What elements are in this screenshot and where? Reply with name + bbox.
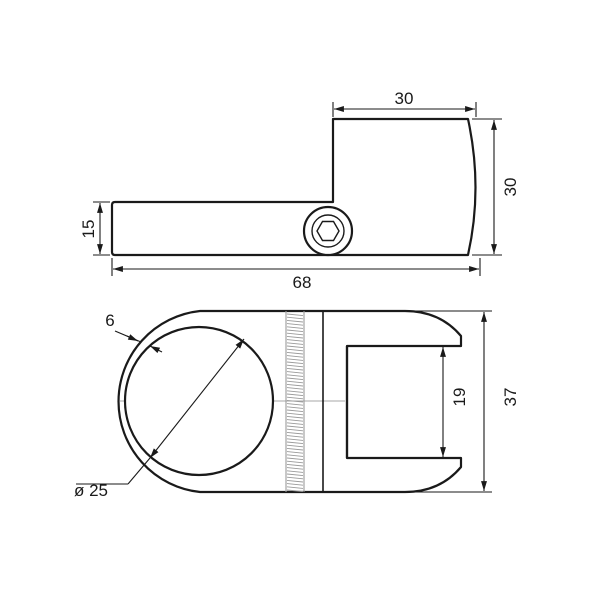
thread-hatch xyxy=(286,457,304,461)
set-screw xyxy=(302,205,354,257)
thread-hatch xyxy=(286,374,304,377)
thread-hatch xyxy=(286,463,304,467)
thread-hatch xyxy=(286,387,304,390)
thread-hatch xyxy=(286,406,304,409)
thread-hatch xyxy=(286,380,304,384)
thread-hatch xyxy=(286,467,304,470)
thread-hatch xyxy=(286,361,304,365)
thread-hatch xyxy=(286,489,304,493)
thread-hatch xyxy=(286,473,304,477)
thread-hatch xyxy=(286,364,304,368)
thread-hatch xyxy=(286,419,304,422)
thread-hatch xyxy=(286,428,304,432)
thread-hatch xyxy=(286,412,304,416)
thread-hatch xyxy=(286,486,304,489)
dimension-label-6: 6 xyxy=(105,311,114,330)
thread-hatch xyxy=(286,415,304,419)
thread-hatch xyxy=(286,422,304,425)
thread-section xyxy=(286,313,304,493)
thread-hatch xyxy=(286,470,304,473)
plan-view: 6 ø 25 19 37 xyxy=(74,309,520,500)
side-view: 30 30 15 68 xyxy=(79,89,520,292)
thread-hatch xyxy=(286,377,304,381)
dimension-top-width: 30 xyxy=(332,89,477,117)
thread-hatch xyxy=(286,393,304,397)
thread-hatch xyxy=(286,396,304,400)
dimension-label-37: 37 xyxy=(501,388,520,407)
thread-hatch xyxy=(286,425,304,429)
dimension-top-height: 30 xyxy=(472,118,520,256)
thread-hatch xyxy=(286,460,304,464)
dimension-base-thickness: 15 xyxy=(79,201,110,256)
thread-hatch xyxy=(286,345,304,349)
thread-hatch xyxy=(286,313,304,317)
dimension-label-15: 15 xyxy=(79,220,98,239)
thread-hatch xyxy=(286,329,304,333)
thread-hatch xyxy=(286,332,304,336)
dimension-slot-width: 19 xyxy=(440,347,469,457)
thread-hatch xyxy=(286,451,304,454)
dimension-label-68: 68 xyxy=(293,273,312,292)
dimension-overall-length: 68 xyxy=(111,258,481,292)
dimension-label-dia-25: ø 25 xyxy=(74,481,108,500)
thread-hatch xyxy=(286,447,304,451)
thread-hatch xyxy=(286,323,304,326)
thread-hatch xyxy=(286,479,304,483)
thread-hatch xyxy=(286,335,304,339)
thread-hatch xyxy=(286,476,304,480)
dimension-label-19: 19 xyxy=(450,388,469,407)
dimension-overall-height: 37 xyxy=(410,310,520,493)
thread-hatch xyxy=(286,454,304,457)
thread-hatch xyxy=(286,399,304,403)
thread-hatch xyxy=(286,371,304,374)
thread-hatch xyxy=(286,383,304,387)
thread-hatch xyxy=(286,339,304,342)
thread-hatch xyxy=(286,348,304,352)
dimension-bore-diameter: ø 25 xyxy=(74,338,245,500)
thread-hatch xyxy=(286,444,304,448)
thread-hatch xyxy=(286,326,304,329)
thread-hatch xyxy=(286,441,304,445)
thread-hatch xyxy=(286,438,304,441)
dimension-label-30-top: 30 xyxy=(395,89,414,108)
thread-hatch xyxy=(286,367,304,371)
thread-hatch xyxy=(286,319,304,323)
thread-hatch xyxy=(286,351,304,355)
thread-hatch xyxy=(286,435,304,438)
thread-hatch xyxy=(286,355,304,358)
thread-hatch xyxy=(286,409,304,413)
thread-hatch xyxy=(286,483,304,486)
bore-circle xyxy=(123,325,275,477)
thread-hatch xyxy=(286,431,304,435)
dimension-label-30-right: 30 xyxy=(501,178,520,197)
thread-hatch xyxy=(286,390,304,393)
side-view-body-outline xyxy=(110,117,477,257)
thread-hatch xyxy=(286,342,304,345)
thread-hatch xyxy=(286,403,304,406)
thread-hatch xyxy=(286,316,304,320)
thread-hatch xyxy=(286,358,304,361)
